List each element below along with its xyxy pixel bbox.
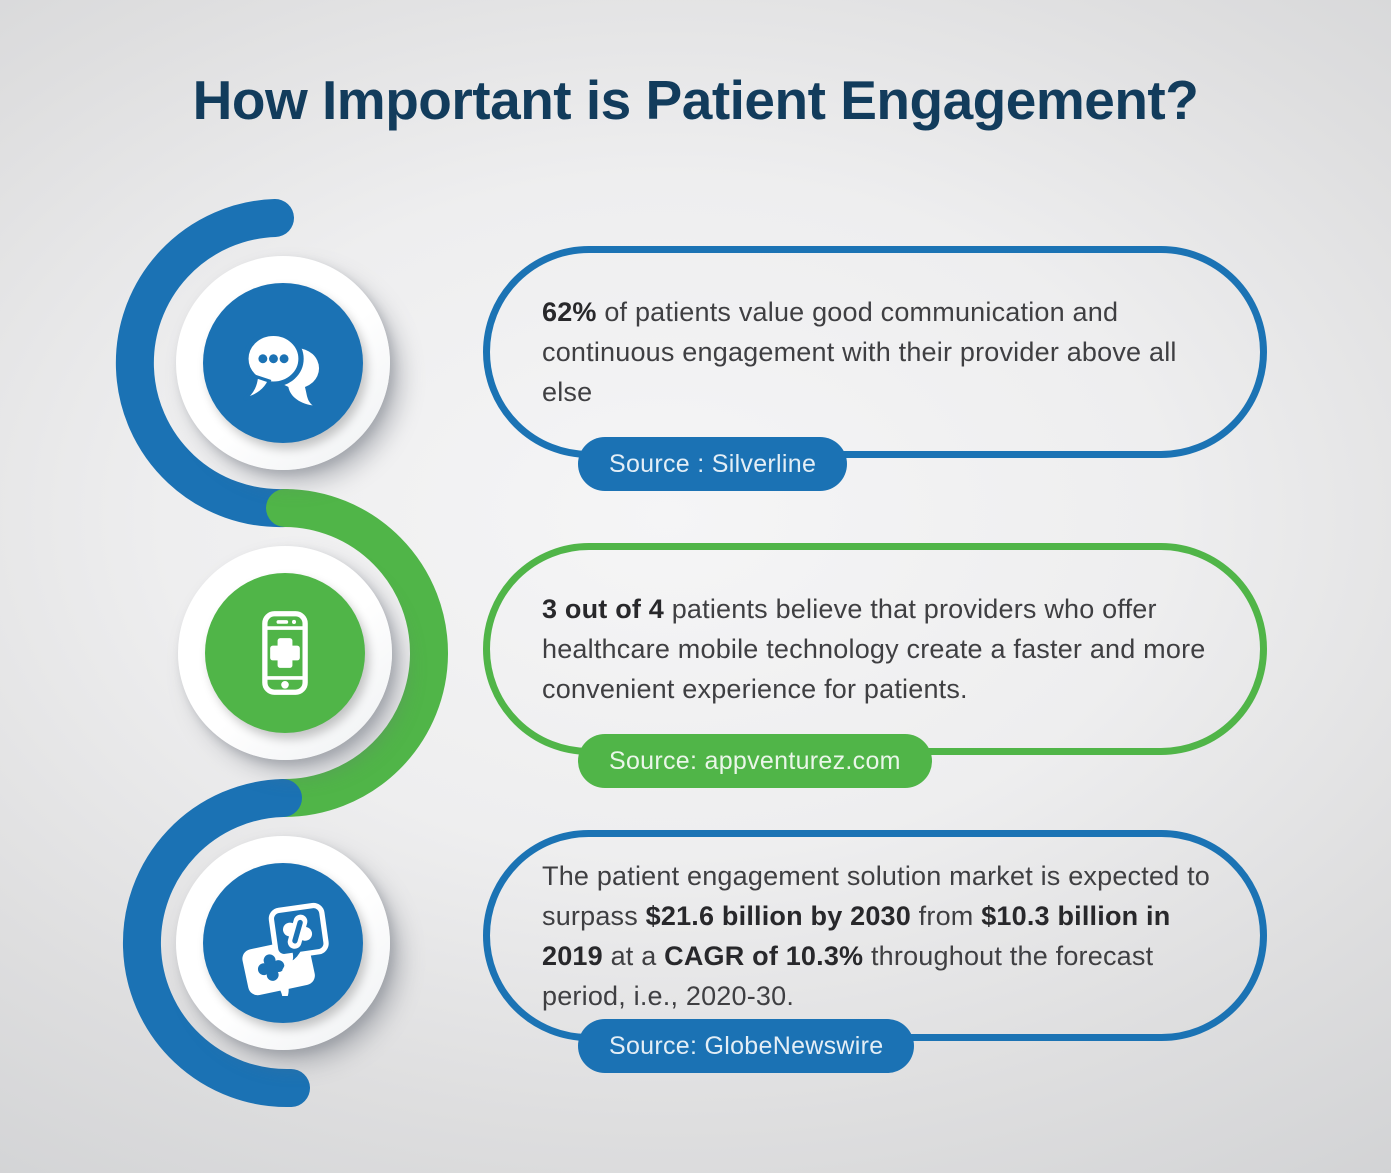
section-2-circle	[178, 546, 392, 760]
section-3-source-badge: Source: GlobeNewswire	[578, 1019, 915, 1073]
section-1-statement: 62% of patients value good communication…	[542, 297, 1177, 407]
arc-segment-3	[123, 779, 310, 1108]
page-title: How Important is Patient Engagement?	[192, 69, 1199, 131]
section-2-source-badge: Source: appventurez.com	[578, 734, 932, 788]
section-2-statement: 3 out of 4 patients believe that provide…	[542, 594, 1206, 704]
chat-bubbles-icon	[242, 330, 320, 406]
section-3-text-box: The patient engagement solution market i…	[483, 830, 1267, 1041]
section-3-circle	[176, 836, 390, 1050]
section-1-circle	[176, 256, 390, 470]
arc-segment-2	[264, 489, 448, 818]
section-2-circle-fill	[205, 573, 365, 733]
section-1-circle-fill	[203, 283, 363, 443]
section-3-circle-fill	[203, 863, 363, 1023]
medical-phone-icon	[262, 611, 308, 695]
section-2-text-box: 3 out of 4 patients believe that provide…	[483, 543, 1267, 755]
section-1-text-box: 62% of patients value good communication…	[483, 246, 1267, 458]
section-1-source-badge: Source : Silverline	[578, 437, 848, 491]
arc-segment-1	[115, 199, 304, 528]
timeline-connector-arcs	[115, 199, 448, 1108]
section-3-statement: The patient engagement solution market i…	[542, 860, 1210, 1011]
medical-chat-icon	[242, 902, 329, 996]
